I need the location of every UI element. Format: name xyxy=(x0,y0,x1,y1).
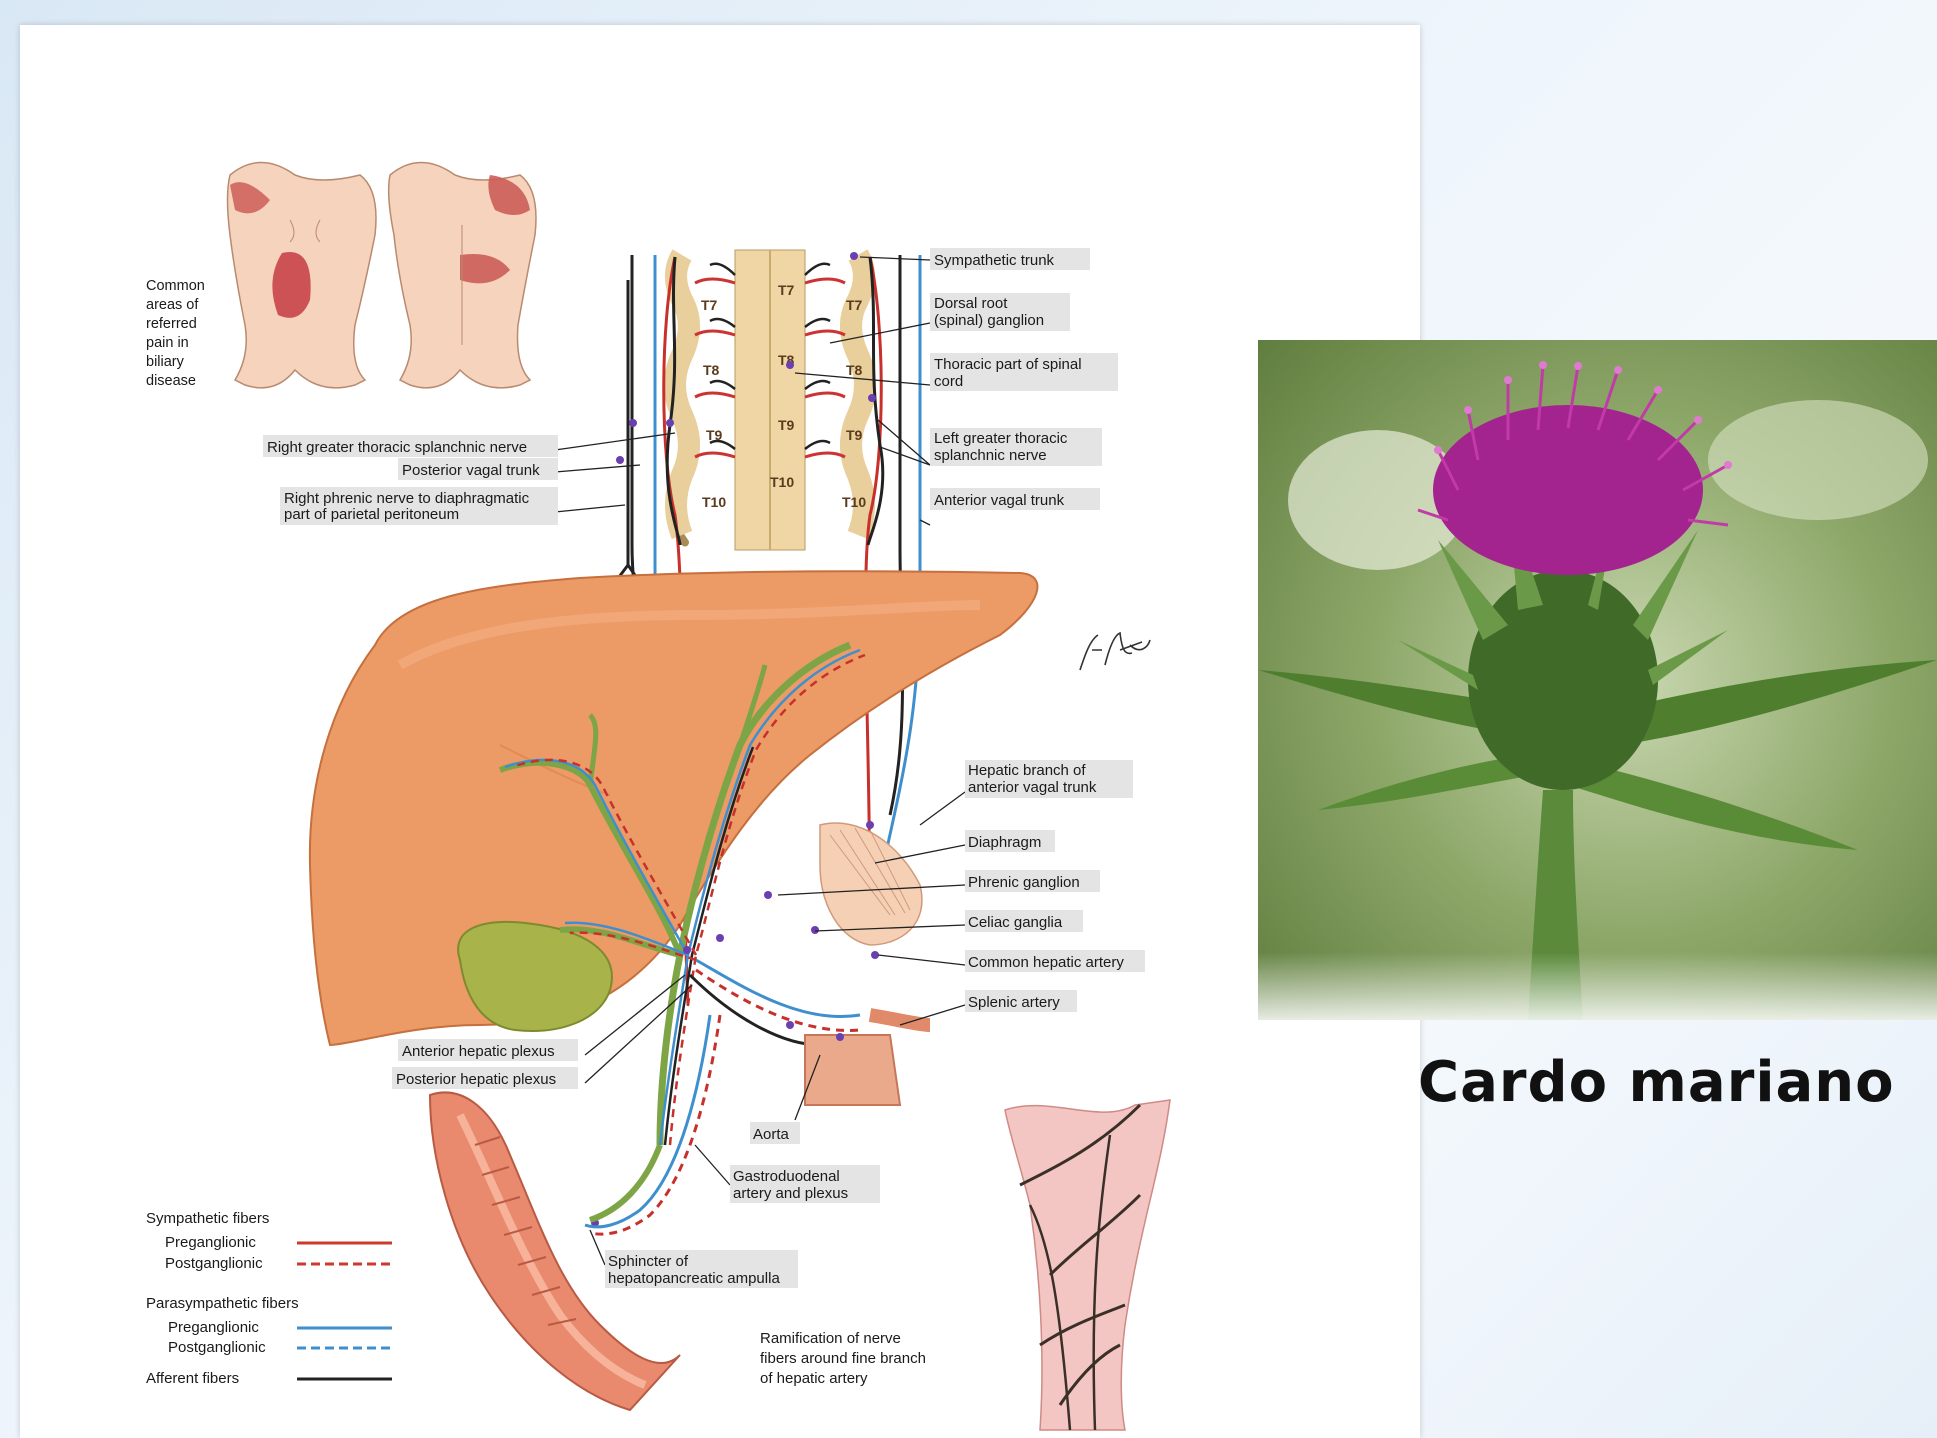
svg-text:T10: T10 xyxy=(770,474,794,490)
label-left-splanchnic-nerve: Left greater thoracic splanchnic nerve xyxy=(930,428,1102,466)
svg-text:Gastroduodenal: Gastroduodenal xyxy=(733,1168,840,1185)
svg-text:cord: cord xyxy=(934,373,963,390)
svg-text:Postganglionic: Postganglionic xyxy=(168,1339,266,1356)
referred-pain-label: Common areas of referred pain in biliary… xyxy=(146,278,205,389)
label-phrenic-ganglion: Phrenic ganglion xyxy=(965,870,1100,892)
spinal-cord xyxy=(735,250,805,550)
photo-caption: Cardo mariano xyxy=(1418,1050,1895,1115)
svg-text:T10: T10 xyxy=(702,494,726,510)
svg-text:Sphincter of: Sphincter of xyxy=(608,1253,689,1270)
svg-text:artery and plexus: artery and plexus xyxy=(733,1185,848,1202)
svg-text:T10: T10 xyxy=(842,494,866,510)
legend: Sympathetic fibers Preganglionic Postgan… xyxy=(146,1210,392,1387)
svg-text:Sympathetic trunk: Sympathetic trunk xyxy=(934,252,1055,269)
svg-text:Posterior hepatic plexus: Posterior hepatic plexus xyxy=(396,1071,556,1088)
svg-text:biliary: biliary xyxy=(146,354,185,370)
common-bile-duct xyxy=(585,1015,720,1234)
torso-back xyxy=(389,163,536,388)
svg-text:Sympathetic fibers: Sympathetic fibers xyxy=(146,1210,269,1227)
svg-text:T9: T9 xyxy=(846,427,863,443)
svg-text:Preganglionic: Preganglionic xyxy=(168,1319,259,1336)
svg-text:referred: referred xyxy=(146,316,197,332)
label-celiac-ganglia: Celiac ganglia xyxy=(965,910,1083,932)
svg-text:pain in: pain in xyxy=(146,335,189,351)
svg-text:hepatopancreatic ampulla: hepatopancreatic ampulla xyxy=(608,1270,780,1287)
svg-text:Left greater thoracic: Left greater thoracic xyxy=(934,430,1068,447)
netter-signature xyxy=(1080,633,1150,670)
svg-text:Aorta: Aorta xyxy=(753,1126,790,1143)
svg-text:Splenic artery: Splenic artery xyxy=(968,994,1060,1011)
svg-text:Right phrenic nerve to diaphra: Right phrenic nerve to diaphragmatic xyxy=(284,490,530,507)
label-aorta: Aorta xyxy=(750,1122,800,1144)
svg-text:disease: disease xyxy=(146,373,196,389)
svg-text:Postganglionic: Postganglionic xyxy=(165,1255,263,1272)
diagram-panel: Common areas of referred pain in biliary… xyxy=(20,25,1420,1438)
svg-text:T9: T9 xyxy=(706,427,723,443)
svg-text:T8: T8 xyxy=(846,362,863,378)
svg-text:fibers around fine branch: fibers around fine branch xyxy=(760,1350,926,1367)
label-anterior-hepatic-plexus: Anterior hepatic plexus xyxy=(398,1039,578,1061)
svg-text:Phrenic ganglion: Phrenic ganglion xyxy=(968,874,1080,891)
label-diaphragm: Diaphragm xyxy=(965,830,1055,852)
svg-text:T7: T7 xyxy=(846,297,863,313)
svg-text:Afferent fibers: Afferent fibers xyxy=(146,1370,239,1387)
svg-text:Common: Common xyxy=(146,278,205,294)
label-sympathetic-trunk: Sympathetic trunk xyxy=(930,248,1090,270)
label-posterior-vagal-trunk: Posterior vagal trunk xyxy=(398,458,558,480)
label-hepatic-branch: Hepatic branch of anterior vagal trunk xyxy=(965,760,1133,798)
svg-text:splanchnic nerve: splanchnic nerve xyxy=(934,447,1047,464)
svg-text:Right greater thoracic splanch: Right greater thoracic splanchnic nerve xyxy=(267,439,527,456)
svg-text:Thoracic part of spinal: Thoracic part of spinal xyxy=(934,356,1082,373)
ramification-inset xyxy=(1005,1100,1170,1430)
svg-text:Hepatic branch of: Hepatic branch of xyxy=(968,762,1086,779)
svg-text:T9: T9 xyxy=(778,417,795,433)
svg-text:T7: T7 xyxy=(778,282,795,298)
torso-front xyxy=(228,163,377,388)
svg-text:Ramification of nerve: Ramification of nerve xyxy=(760,1330,901,1347)
svg-text:Posterior vagal trunk: Posterior vagal trunk xyxy=(402,462,540,479)
svg-text:Common hepatic artery: Common hepatic artery xyxy=(968,954,1124,971)
label-anterior-vagal-trunk: Anterior vagal trunk xyxy=(930,488,1100,510)
milk-thistle-photo xyxy=(1258,340,1937,1020)
label-dorsal-root-ganglion: Dorsal root (spinal) ganglion xyxy=(930,293,1070,331)
label-ramification: Ramification of nerve fibers around fine… xyxy=(760,1330,926,1387)
svg-text:of hepatic artery: of hepatic artery xyxy=(760,1370,868,1387)
phrenic-nerve xyxy=(608,280,646,591)
svg-text:(spinal) ganglion: (spinal) ganglion xyxy=(934,312,1044,329)
svg-text:anterior vagal trunk: anterior vagal trunk xyxy=(968,779,1097,796)
svg-text:Preganglionic: Preganglionic xyxy=(165,1234,256,1251)
label-gastroduodenal-artery: Gastroduodenal artery and plexus xyxy=(730,1165,880,1203)
label-sphincter-ampulla: Sphincter of hepatopancreatic ampulla xyxy=(605,1250,798,1288)
label-thoracic-spinal-cord: Thoracic part of spinal cord xyxy=(930,353,1118,391)
label-splenic-artery: Splenic artery xyxy=(965,990,1077,1012)
svg-text:T8: T8 xyxy=(703,362,720,378)
svg-text:Celiac ganglia: Celiac ganglia xyxy=(968,914,1063,931)
celiac-connections xyxy=(690,960,860,1045)
svg-text:part of parietal peritoneum: part of parietal peritoneum xyxy=(284,506,459,523)
svg-text:Anterior hepatic plexus: Anterior hepatic plexus xyxy=(402,1043,555,1060)
svg-text:T7: T7 xyxy=(701,297,718,313)
label-right-splanchnic-nerve: Right greater thoracic splanchnic nerve xyxy=(263,435,558,457)
svg-text:Parasympathetic fibers: Parasympathetic fibers xyxy=(146,1295,299,1312)
label-posterior-hepatic-plexus: Posterior hepatic plexus xyxy=(392,1067,578,1089)
label-common-hepatic-artery: Common hepatic artery xyxy=(965,950,1145,972)
svg-text:Anterior vagal trunk: Anterior vagal trunk xyxy=(934,492,1065,509)
milk-thistle-image xyxy=(1258,340,1937,1020)
svg-text:areas of: areas of xyxy=(146,297,199,313)
label-right-phrenic-nerve: Right phrenic nerve to diaphragmatic par… xyxy=(280,487,558,525)
svg-text:Diaphragm: Diaphragm xyxy=(968,834,1041,851)
svg-text:Dorsal root: Dorsal root xyxy=(934,295,1008,312)
liver-innervation-diagram: Common areas of referred pain in biliary… xyxy=(20,25,1420,1438)
